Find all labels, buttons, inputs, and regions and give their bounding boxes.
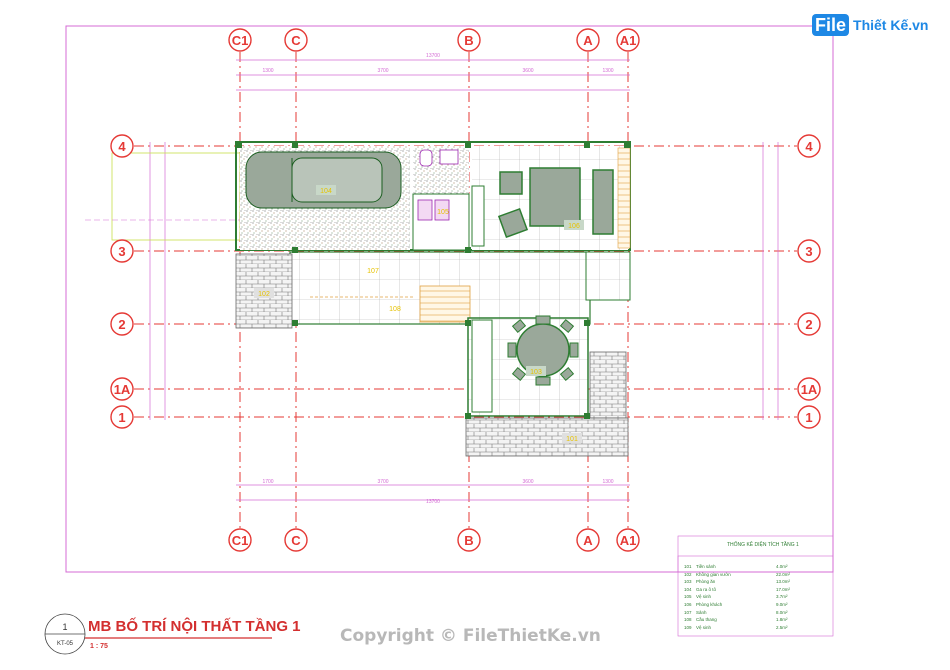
- svg-text:1700: 1700: [262, 479, 273, 485]
- svg-text:3600: 3600: [522, 68, 533, 74]
- grid-label: C: [291, 33, 301, 48]
- room-tag: 102: [258, 291, 270, 298]
- room-tags: [254, 185, 584, 443]
- grid-label: 3: [118, 244, 125, 259]
- svg-text:13700: 13700: [426, 499, 440, 505]
- coffee-table: [529, 167, 581, 227]
- logo-text: Thiết Kế.vn: [853, 17, 929, 33]
- grid-label: 1: [805, 410, 812, 425]
- dimension-lines: [149, 59, 779, 501]
- garden-bottom: [465, 417, 629, 457]
- room-tag: 101: [566, 436, 578, 443]
- grid-label: C1: [232, 533, 249, 548]
- sink-icon: [439, 149, 459, 165]
- room-tag: 108: [389, 306, 401, 313]
- grid-label: 3: [805, 244, 812, 259]
- grid-label: 1: [118, 410, 125, 425]
- toilet-icon: [419, 149, 433, 167]
- grid-label: B: [464, 33, 473, 48]
- svg-text:3600: 3600: [522, 479, 533, 485]
- grid-label: 2: [805, 317, 812, 332]
- grid-bubbles-top: [228, 28, 640, 52]
- grid-label: 4: [805, 139, 813, 154]
- svg-text:3700: 3700: [377, 68, 388, 74]
- grid-label: 1A: [114, 382, 131, 397]
- grid-label: A: [583, 33, 593, 48]
- svg-text:1300: 1300: [602, 479, 613, 485]
- carport-outline: [111, 152, 241, 241]
- room-tag: 106: [568, 223, 580, 230]
- chair-icon: [507, 315, 579, 386]
- grid-label: 2: [118, 317, 125, 332]
- garden-right: [589, 351, 627, 419]
- legend-frame: [677, 535, 834, 573]
- svg-text:1300: 1300: [262, 68, 273, 74]
- svg-text:1300: 1300: [602, 68, 613, 74]
- grid-label: 4: [118, 139, 126, 154]
- grid-label: C1: [232, 33, 249, 48]
- kitchen-counter: [471, 319, 493, 413]
- car-icon: [245, 151, 402, 209]
- grid-label: 1A: [801, 382, 818, 397]
- drawing-scale: 1 : 75: [90, 643, 108, 650]
- copyright-watermark: Copyright © FileThietKe.vn: [340, 626, 601, 646]
- room-tag: 103: [530, 369, 542, 376]
- room-tag: 107: [367, 268, 379, 275]
- legend-title: THỐNG KÊ DIỆN TÍCH TẦNG 1: [727, 542, 799, 548]
- grid-bubbles-bottom: [228, 528, 640, 552]
- brand-logo: File Thiết Kế.vn: [812, 14, 928, 36]
- sheet-number: 1: [62, 622, 68, 632]
- armchair-icon: [499, 171, 523, 195]
- armchair-icon: [497, 207, 529, 239]
- grid-label: C: [291, 533, 301, 548]
- sheet-border: [65, 25, 834, 573]
- grid-bubbles-left: [110, 134, 134, 429]
- grid-label: A1: [620, 33, 637, 48]
- grid-label: A1: [620, 533, 637, 548]
- cabinet: [471, 185, 485, 247]
- grid-label: A: [583, 533, 593, 548]
- svg-text:3700: 3700: [377, 479, 388, 485]
- grid-label: B: [464, 533, 473, 548]
- sheet-code: KT-05: [56, 641, 73, 647]
- staircase: [419, 285, 471, 323]
- dimension-labels: 13700 1300 3700 3600 1300 1700 3700 3600…: [262, 53, 613, 505]
- room-tag: 104: [320, 188, 332, 195]
- legend-table-frame: [677, 555, 834, 637]
- columns: [236, 142, 630, 419]
- grid-bubbles-right: [797, 134, 821, 429]
- svg-text:13700: 13700: [426, 53, 440, 59]
- logo-mark: File: [812, 14, 850, 36]
- grid-labels: C1 C B A A1 C1 C B A A1 4 3 2 1A 1 4 3 2…: [114, 33, 818, 548]
- drawing-title: MB BỐ TRÍ NỘI THẤT TẦNG 1: [88, 618, 301, 635]
- sofa-icon: [592, 169, 614, 235]
- room-tag: 105: [437, 209, 449, 216]
